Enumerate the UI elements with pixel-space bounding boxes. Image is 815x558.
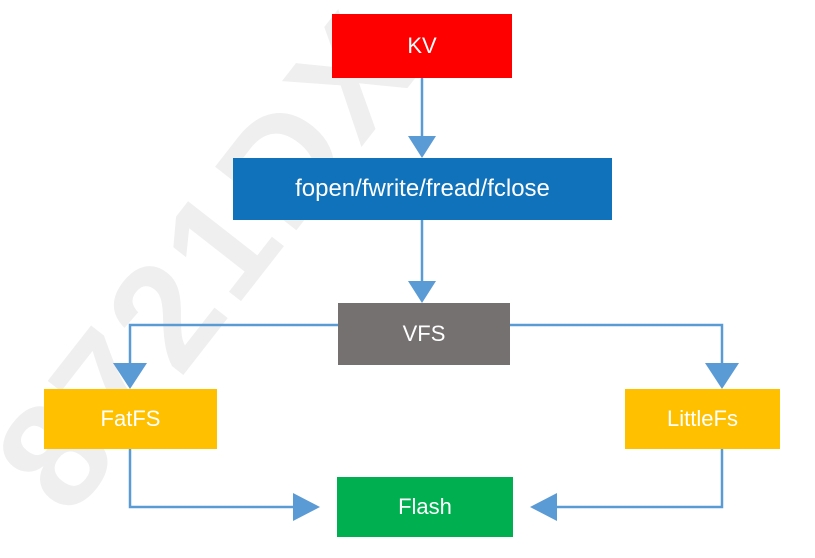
edge-vfs-to-littlefs [510, 323, 739, 389]
edge-vfs-to-fatfs [113, 323, 338, 389]
node-kv[interactable]: KV [332, 14, 512, 78]
node-fatfs[interactable]: FatFS [44, 389, 217, 449]
node-kv-label: KV [407, 33, 437, 58]
node-fatfs-label: FatFS [100, 406, 161, 431]
node-littlefs-label: LittleFs [667, 406, 738, 431]
edge-kv-to-fileops [408, 78, 436, 158]
node-file-operations[interactable]: fopen/fwrite/fread/fclose [233, 158, 612, 220]
arrowhead-icon [408, 281, 436, 303]
node-flash[interactable]: Flash [337, 477, 513, 537]
arrowhead-icon [530, 493, 557, 521]
arrowhead-icon [113, 363, 147, 389]
node-flash-label: Flash [398, 494, 452, 519]
arrowhead-icon [293, 493, 320, 521]
node-vfs[interactable]: VFS [338, 303, 510, 365]
node-littlefs[interactable]: LittleFs [625, 389, 780, 449]
edge-littlefs-to-flash [530, 449, 724, 521]
node-vfs-label: VFS [402, 321, 446, 346]
node-file-operations-label: fopen/fwrite/fread/fclose [295, 175, 550, 202]
arrowhead-icon [408, 136, 436, 158]
arrowhead-icon [705, 363, 739, 389]
edge-fileops-to-vfs [408, 220, 436, 303]
edge-fatfs-to-flash [128, 449, 320, 521]
